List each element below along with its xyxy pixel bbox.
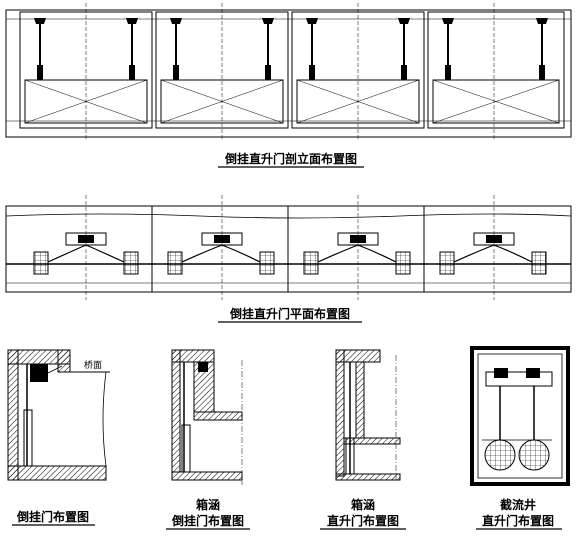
detail-2-drawing	[171, 349, 243, 485]
bridge-deck-label: 桥面	[84, 359, 102, 371]
plan-bay-1	[33, 232, 139, 275]
elevation-caption: 倒挂直升门剖立面布置图	[224, 151, 357, 166]
elevation-bay-2	[155, 11, 289, 129]
detail-1-drawing: 桥面	[7, 349, 110, 481]
plan-bay-3	[303, 232, 411, 275]
detail-3-caption-line2: 直升门布置图	[327, 513, 399, 528]
elevation-bay-1	[19, 11, 153, 129]
detail-1-caption: 倒挂门布置图	[16, 509, 89, 524]
elevation-bay-4	[427, 11, 565, 129]
plan-bay-4	[439, 232, 547, 275]
elevation-drawing	[5, 3, 572, 140]
plan-caption: 倒挂直升门平面布置图	[229, 306, 350, 321]
plan-bay-2	[167, 232, 275, 275]
plan-drawing	[5, 195, 572, 300]
detail-2-caption-line1: 箱涵	[196, 497, 220, 512]
detail-4-caption-line1: 截流井	[500, 497, 536, 512]
elevation-bay-3	[291, 11, 425, 129]
detail-4-caption-line2: 直升门布置图	[482, 513, 554, 528]
detail-3-caption-line1: 箱涵	[351, 497, 375, 512]
detail-2-caption-line2: 倒挂门布置图	[171, 513, 244, 528]
detail-4-drawing	[470, 346, 570, 486]
detail-3-drawing	[335, 349, 401, 481]
